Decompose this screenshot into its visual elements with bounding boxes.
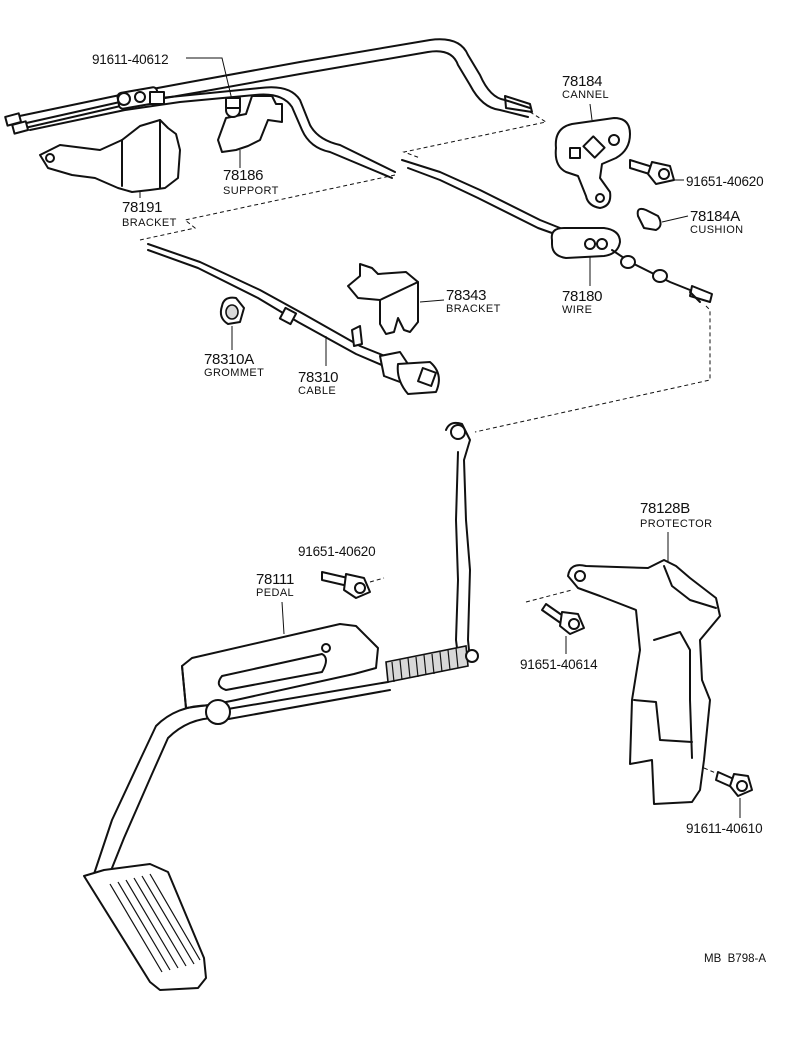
- bolt-91611-40610: [703, 767, 753, 797]
- bolt-91651-40620-top: [629, 159, 675, 185]
- bolt-91651-40614: [525, 589, 585, 635]
- cannel-78184: [554, 117, 631, 209]
- diagram-code: MB B798-A: [704, 953, 766, 965]
- part-number-91651-40620-pedal: 91651-40620: [298, 544, 375, 559]
- part-number-78128b: 78128B: [640, 500, 690, 517]
- part-number-91651-40614: 91651-40614: [520, 657, 598, 672]
- part-number-91611-40612: 91611-40612: [92, 52, 168, 67]
- part-name-cushion: CUSHION: [690, 224, 744, 236]
- part-name-grommet: GROMMET: [204, 367, 264, 379]
- grommet-78310a: [219, 296, 245, 325]
- bracket-78343: [347, 263, 419, 335]
- protector-78128b: [567, 559, 721, 805]
- bracket-78191: [39, 119, 181, 193]
- part-number-78310a: 78310A: [204, 351, 254, 368]
- part-number-91651-40620-top: 91651-40620: [686, 174, 763, 189]
- cable-78310: [147, 243, 440, 395]
- bolt-91651-40620-pedal: [321, 571, 385, 599]
- part-number-78111: 78111: [256, 571, 294, 588]
- pedal-78111: [83, 421, 479, 991]
- part-name-wire: WIRE: [562, 304, 592, 316]
- part-number-78343: 78343: [446, 287, 486, 304]
- part-name-protector: PROTECTOR: [640, 518, 712, 530]
- upper-cable-assembly: [4, 38, 533, 179]
- part-name-support: SUPPORT: [223, 185, 279, 197]
- part-name-pedal: PEDAL: [256, 587, 294, 599]
- part-number-91611-40610: 91611-40610: [686, 821, 762, 836]
- cushion-78184a: [636, 207, 662, 231]
- part-name-cable: CABLE: [298, 385, 336, 397]
- part-number-78184: 78184: [562, 73, 602, 90]
- part-number-78186: 78186: [223, 167, 263, 184]
- part-name-bracket-1: BRACKET: [122, 217, 177, 229]
- wire-78180: [401, 159, 713, 303]
- part-number-78310: 78310: [298, 369, 338, 386]
- part-name-bracket-2: BRACKET: [446, 303, 501, 315]
- part-number-78184a: 78184A: [690, 208, 740, 225]
- support-78186: [217, 95, 283, 153]
- part-number-78191: 78191: [122, 199, 162, 216]
- part-name-cannel: CANNEL: [562, 89, 609, 101]
- part-number-78180: 78180: [562, 288, 602, 305]
